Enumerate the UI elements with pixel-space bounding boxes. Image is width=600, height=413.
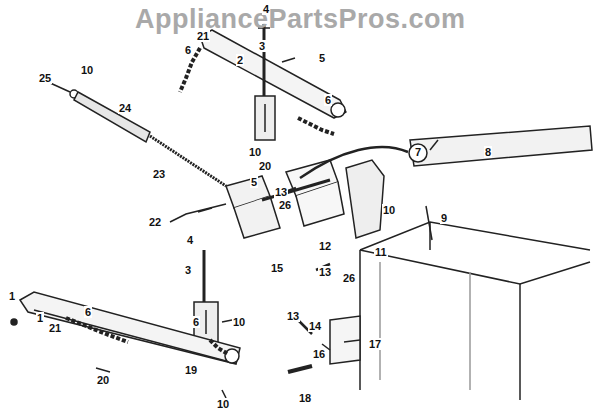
bolts [280,188,360,350]
upper-lift-rod [255,24,295,140]
callout-number: 20 [258,160,272,172]
callout-number: 4 [262,3,270,15]
callout-number: 10 [216,398,230,410]
callout-number: 1 [36,312,44,324]
callout-number: 24 [118,102,132,114]
callout-number: 3 [258,40,266,52]
callout-number: 17 [368,338,382,350]
callout-number: 12 [318,240,332,252]
callout-number: 6 [84,306,92,318]
callout-number: 18 [298,392,312,404]
callout-number: 26 [342,272,356,284]
center-bracket [226,147,408,238]
rockshaft-arm [409,126,592,166]
callout-number: 3 [184,264,192,276]
callout-number: 11 [374,246,388,258]
callout-number: 10 [80,64,94,76]
callout-number: 7 [414,146,422,158]
callout-number: 15 [270,262,284,274]
callout-number: 13 [274,186,288,198]
callout-number: 23 [152,168,166,180]
callout-number: 25 [38,72,52,84]
callout-number: 2 [236,54,244,66]
callout-number: 1 [8,290,16,302]
tractor-frame [330,206,590,400]
callout-number: 10 [382,204,396,216]
watermark: AppliancePartsPros.com [135,4,466,34]
callout-number: 13 [286,310,300,322]
callout-number: 6 [192,316,200,328]
callout-number: 19 [184,364,198,376]
callout-number: 10 [248,146,262,158]
lower-link [11,292,312,398]
callout-number: 21 [48,322,62,334]
callout-number: 5 [250,176,258,188]
callout-number: 21 [196,30,210,42]
callout-number: 8 [484,146,492,158]
callout-number: 9 [440,212,448,224]
callout-number: 4 [186,234,194,246]
callout-number: 10 [232,316,246,328]
callout-number: 6 [184,44,192,56]
callout-number: 13 [318,266,332,278]
callout-number: 26 [278,199,292,211]
top-link [48,82,226,222]
callout-number: 6 [324,94,332,106]
callout-number: 20 [96,374,110,386]
callout-number: 22 [148,216,162,228]
callout-number: 5 [318,52,326,64]
callout-number: 16 [312,348,326,360]
callout-number: 14 [308,320,322,332]
